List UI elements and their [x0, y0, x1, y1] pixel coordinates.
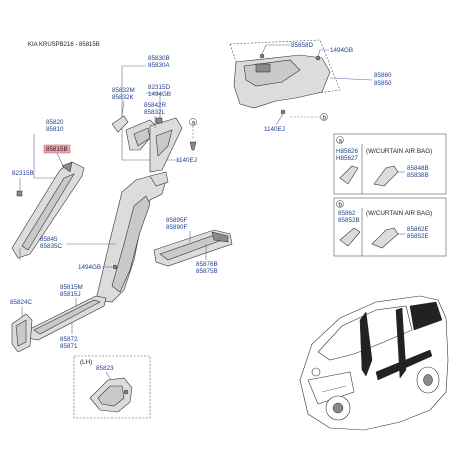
- front-scuff-plate-inner: [33, 299, 101, 335]
- cover-85862-part: [339, 227, 361, 247]
- bracket-85820: [33, 134, 64, 179]
- label-1494gb-top[interactable]: 1494GB: [330, 47, 353, 54]
- label-85848b[interactable]: 85848B: [407, 165, 429, 172]
- label-85842r[interactable]: 85842R: [144, 102, 167, 109]
- label-85852e[interactable]: 85852E: [407, 233, 429, 240]
- bracket-85823-inner: [97, 385, 125, 407]
- label-82315b[interactable]: 82315B: [12, 170, 34, 177]
- leader-85860: [329, 77, 373, 81]
- label-85871[interactable]: 85871: [60, 343, 78, 350]
- label-85832l[interactable]: 85832L: [144, 109, 166, 116]
- label-85830b[interactable]: 85830B: [148, 55, 170, 62]
- label-1494gb-mid[interactable]: 1494GB: [148, 91, 171, 98]
- label-85875b[interactable]: 85875B: [196, 268, 218, 275]
- label-85872[interactable]: 85872: [60, 336, 78, 343]
- bpillar-lower-top-cap: [149, 171, 169, 187]
- label-85862[interactable]: 85862: [338, 210, 356, 217]
- label-85830a[interactable]: 85830A: [148, 62, 171, 69]
- label-85860[interactable]: 85860: [374, 72, 392, 79]
- label-85850[interactable]: 85850: [374, 80, 392, 87]
- leader-1140ej-a: [275, 113, 284, 126]
- vehicle-b-pillar-highlight: [395, 307, 407, 379]
- vehicle-illustration: [299, 295, 449, 431]
- label-85895f[interactable]: 85895F: [166, 217, 188, 224]
- label-1140ej-b[interactable]: 1140EJ: [176, 157, 197, 164]
- label-h85626[interactable]: H85626: [336, 148, 359, 155]
- a-pillar-trim-inner: [21, 173, 75, 251]
- callout-a-center-text: a: [192, 120, 196, 127]
- callout-b-top[interactable]: [320, 113, 328, 121]
- group-outline-dashed: [229, 39, 341, 103]
- rear-quarter-trim-group: [229, 39, 341, 115]
- cover-h85626-part: [339, 165, 359, 185]
- cowl-side-trim-inner: [15, 319, 27, 347]
- trim-vent-part: [255, 63, 271, 73]
- leader-85832m: [121, 100, 125, 117]
- vehicle-side-window: [409, 301, 443, 331]
- diagram-title: KIA KRUSPB216 - 85815B: [28, 42, 100, 48]
- label-85862e[interactable]: 85862E: [407, 226, 429, 233]
- leader-85858d: [261, 44, 290, 55]
- label-85876b[interactable]: 85876B: [196, 261, 218, 268]
- label-85835c[interactable]: 85835C: [40, 243, 63, 250]
- clip-82315b: [16, 190, 23, 197]
- clip-85858d: [259, 53, 265, 59]
- clip-82315d: [155, 117, 163, 124]
- leader-1494gb-top: [317, 49, 329, 57]
- lh-detail-box: [73, 355, 151, 419]
- cover-85862e-part: [371, 227, 399, 249]
- callout-a-box: [336, 136, 344, 144]
- label-lh: (LH): [80, 359, 92, 366]
- bpillar-right-inner: [155, 129, 173, 157]
- label-85815b[interactable]: 85815B: [46, 146, 68, 153]
- callout-b-top-text: b: [323, 115, 327, 122]
- a-pillar-clip: [61, 161, 73, 173]
- label-85845[interactable]: 85845: [40, 236, 58, 243]
- callout-a-center[interactable]: [189, 118, 197, 126]
- label-85810[interactable]: 85810: [46, 126, 64, 133]
- label-85815m[interactable]: 85815M: [60, 284, 83, 291]
- screw-1140ej-b: [189, 141, 197, 151]
- vehicle-rear-hub: [423, 374, 433, 386]
- label-a-airbag: (W/CURTAIN AIR BAG): [366, 148, 432, 155]
- label-85832m[interactable]: 85832M: [112, 87, 135, 94]
- vehicle-sill-highlight: [375, 349, 433, 381]
- callout-a-box-text: a: [339, 138, 343, 145]
- vehicle-grille: [307, 371, 355, 405]
- bracket-85823-bolt: [123, 389, 129, 395]
- callout-b-box: [336, 200, 344, 208]
- detail-box-a: [333, 133, 447, 195]
- label-b-airbag: (W/CURTAIN AIR BAG): [366, 210, 432, 217]
- callout-b-box-text: b: [339, 202, 343, 209]
- vehicle-front-hub: [332, 402, 344, 414]
- cover-85848b-part: [373, 165, 399, 187]
- label-85824c[interactable]: 85824C: [10, 299, 33, 306]
- screw-1140ej-a: [280, 109, 286, 115]
- label-85820[interactable]: 85820: [46, 119, 64, 126]
- label-1494gb-low[interactable]: 1494GB: [78, 264, 101, 271]
- bpillar-clip-part: [111, 115, 129, 133]
- vehicle-a-pillar-highlight: [359, 311, 373, 377]
- rear-scuff-end: [211, 231, 229, 243]
- label-85823[interactable]: 85823: [96, 365, 114, 372]
- vehicle-bumper-line: [321, 385, 347, 393]
- label-85852b[interactable]: 85852B: [338, 217, 360, 224]
- label-h85627[interactable]: H85627: [336, 155, 359, 162]
- label-82315d[interactable]: 82315D: [148, 84, 171, 91]
- label-85832k[interactable]: 85832K: [112, 94, 135, 101]
- label-85815j[interactable]: 85815J: [60, 291, 81, 298]
- label-85838b[interactable]: 85838B: [407, 172, 429, 179]
- detail-box-b: [333, 197, 447, 257]
- label-85858d[interactable]: 85858D: [291, 42, 314, 49]
- vehicle-headlamp: [311, 367, 321, 377]
- clip-1494gb-top: [315, 55, 321, 61]
- clip-1494gb-low: [112, 264, 118, 270]
- leader-82315d: [146, 92, 161, 118]
- label-85890f[interactable]: 85890F: [166, 224, 188, 231]
- bpillar-lower-trim-inner: [111, 195, 151, 293]
- label-1140ej-a[interactable]: 1140EJ: [264, 126, 285, 133]
